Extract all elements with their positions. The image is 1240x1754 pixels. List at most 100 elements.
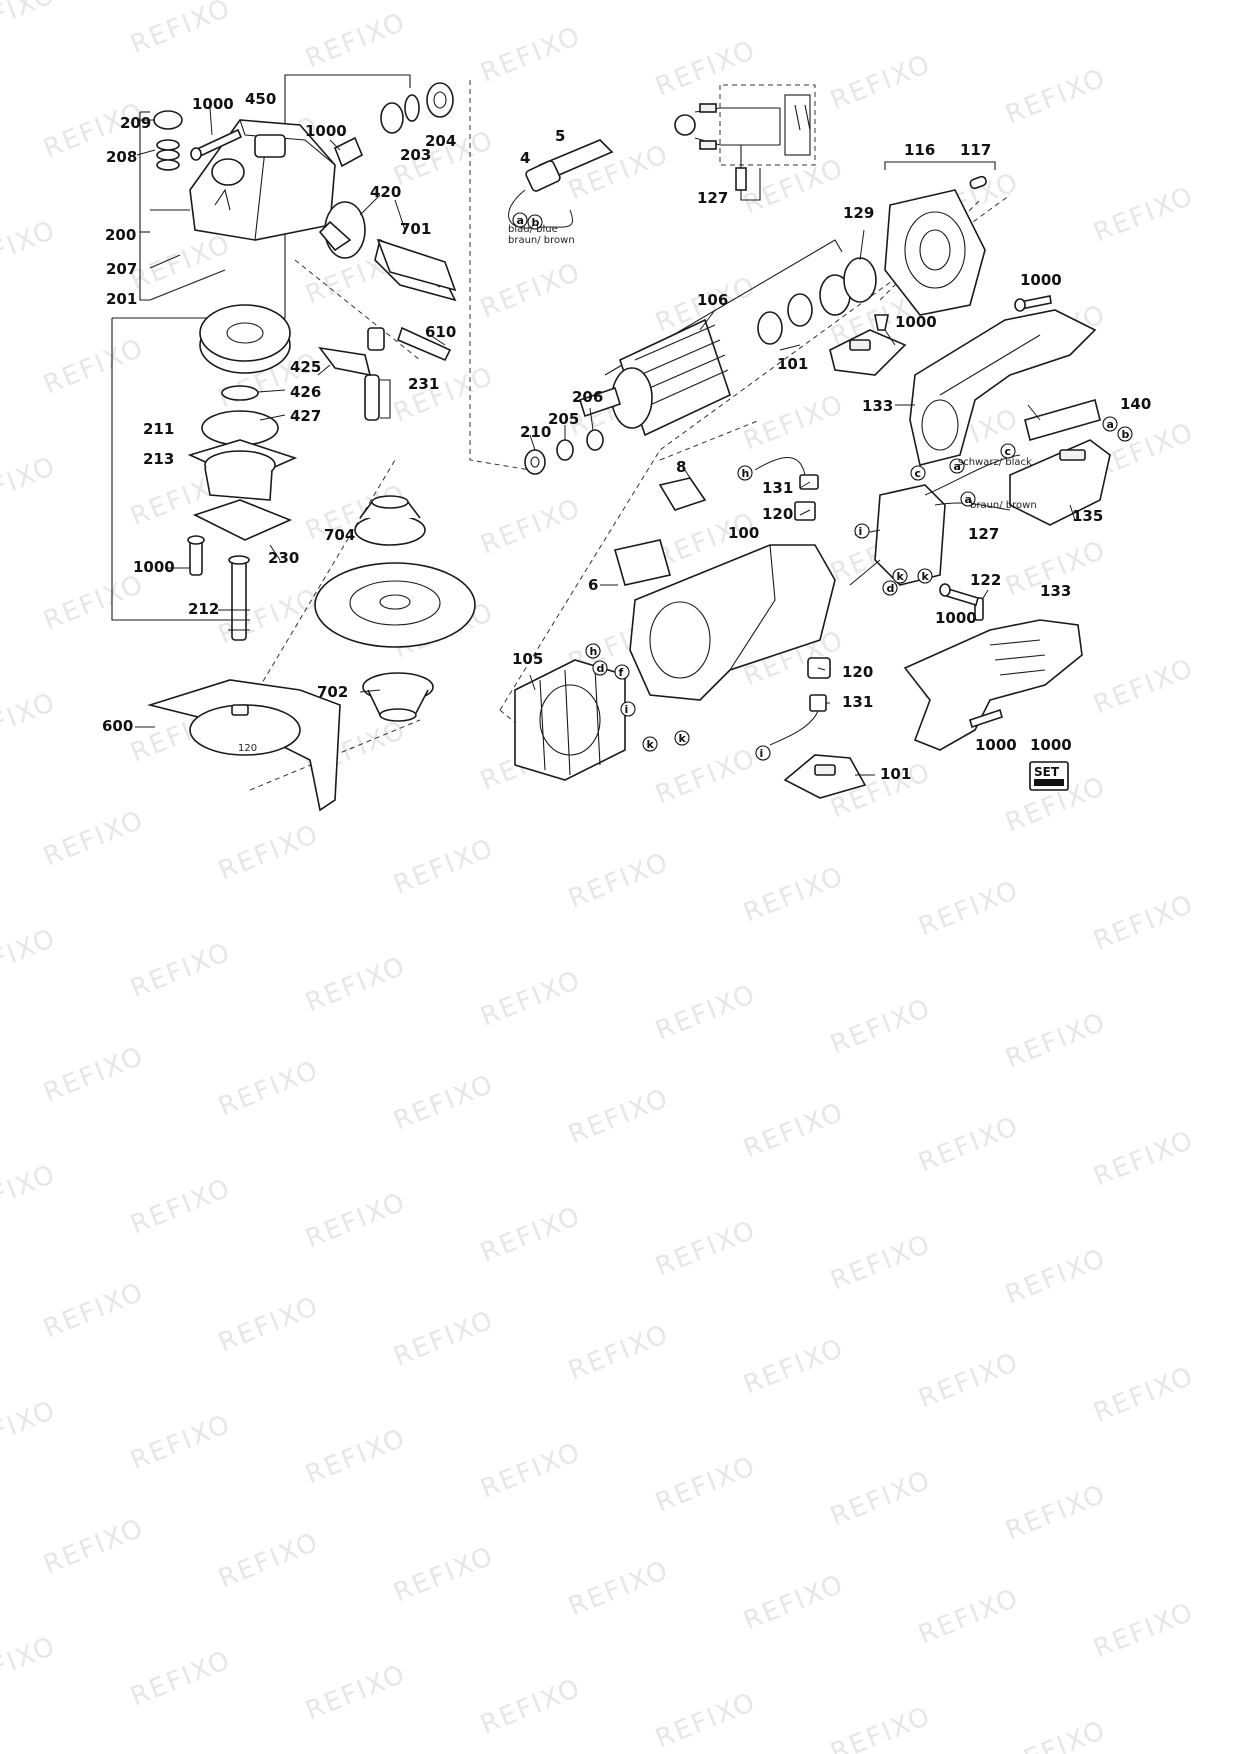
svg-text:k: k [897, 570, 905, 583]
svg-text:i: i [859, 525, 863, 538]
switch-note-black: schwarz/ black [958, 457, 1032, 468]
watermark-text: REFIXO [1001, 1715, 1110, 1754]
slider-140 [1024, 399, 1101, 441]
watermark-text: REFIXO [651, 979, 760, 1046]
watermark-text: REFIXO [651, 1215, 760, 1282]
cap-209 [153, 110, 183, 171]
watermark-text: REFIXO [739, 1333, 848, 1400]
watermark-text: REFIXO [301, 951, 410, 1018]
watermark-text: REFIXO [39, 333, 148, 400]
connector-i-19: i [755, 745, 771, 761]
watermark-text: REFIXO [476, 257, 585, 324]
watermark-text: REFIXO [39, 805, 148, 872]
watermark-text: REFIXO [214, 819, 323, 886]
connector-i-16: i [620, 701, 636, 717]
watermark-text: REFIXO [739, 1097, 848, 1164]
watermark-text: REFIXO [476, 21, 585, 88]
watermark-text: REFIXO [826, 49, 935, 116]
watermark-text: REFIXO [389, 361, 498, 428]
part-label-127b: 127 [968, 525, 999, 543]
watermark-text: REFIXO [1001, 1243, 1110, 1310]
set-badge-text: SET [1034, 765, 1060, 779]
watermark-text: REFIXO [651, 743, 760, 810]
screw-1000-right [1014, 295, 1052, 312]
washers-205-206-210 [524, 429, 604, 475]
watermark-text: REFIXO [914, 1583, 1023, 1650]
part-label-127a: 127 [697, 189, 728, 207]
flange-702 [362, 672, 434, 722]
svg-text:i: i [760, 747, 764, 760]
rear-handle-133-top [909, 309, 1097, 466]
watermark-layer: REFIXO REFIXO REFIXO REFIXO REFIXO REFIXO REFI… [0, 0, 1199, 1754]
watermark-text: REFIXO [564, 1083, 673, 1150]
set-badge [1029, 761, 1069, 791]
watermark-text: REFIXO [826, 1465, 935, 1532]
spindle-gear-425 [199, 304, 291, 401]
watermark-text: REFIXO [914, 1111, 1023, 1178]
guard-marking: 120 [238, 743, 257, 754]
part-label-1000a: 1000 [192, 95, 234, 113]
part-label-213: 213 [143, 450, 174, 468]
part-label-211: 211 [143, 420, 174, 438]
power-cable-5 [508, 139, 614, 229]
watermark-text: REFIXO [914, 1347, 1023, 1414]
part-label-133b: 133 [1040, 582, 1071, 600]
watermark-text: REFIXO [389, 1541, 498, 1608]
part-label-120a: 120 [762, 505, 793, 523]
watermark-text: REFIXO [301, 1187, 410, 1254]
watermark-text: REFIXO [0, 687, 61, 754]
part-label-1000h: 1000 [1030, 736, 1072, 754]
part-label-204: 204 [425, 132, 456, 150]
svg-text:k: k [679, 732, 687, 745]
brush-cover-101-top [829, 329, 907, 376]
svg-text:b: b [532, 216, 540, 229]
watermark-text: REFIXO [739, 153, 848, 220]
connector-b-1: b [527, 214, 543, 230]
watermark-text: REFIXO [0, 1159, 61, 1226]
connector-k-17: k [642, 736, 658, 752]
watermark-text: REFIXO [301, 1423, 410, 1490]
watermark-text: REFIXO [214, 1055, 323, 1122]
watermark-text: REFIXO [301, 7, 410, 74]
bearing-housing-116 [884, 175, 987, 316]
connector-c-5: c [910, 465, 926, 481]
watermark-text: REFIXO [1089, 889, 1198, 956]
watermark-text: REFIXO [389, 833, 498, 900]
watermark-text: REFIXO [39, 1277, 148, 1344]
connector-k-11: k [917, 568, 933, 584]
label-6 [613, 539, 672, 586]
watermark-text: REFIXO [1089, 653, 1198, 720]
watermark-text: REFIXO [214, 1291, 323, 1358]
part-label-1000g: 1000 [975, 736, 1017, 754]
label-8 [658, 477, 707, 511]
part-label-106: 106 [697, 291, 728, 309]
watermark-text: REFIXO [301, 1659, 410, 1726]
watermark-text: REFIXO [389, 1305, 498, 1372]
cable-note-brown: braun/ brown [508, 235, 575, 246]
watermark-text: REFIXO [126, 1409, 235, 1476]
watermark-text: REFIXO [564, 847, 673, 914]
part-label-1000d: 1000 [1020, 271, 1062, 289]
watermark-text: REFIXO [39, 1041, 148, 1108]
watermark-text: REFIXO [0, 451, 61, 518]
part-label-5: 5 [555, 127, 565, 145]
bearing-stack-203-204 [333, 82, 454, 168]
watermark-text: REFIXO [739, 861, 848, 928]
switch-note-brown: braun/ brown [970, 500, 1037, 511]
part-label-100: 100 [728, 524, 759, 542]
part-label-131b: 131 [842, 693, 873, 711]
watermark-text: REFIXO [1001, 1479, 1110, 1546]
part-label-210: 210 [520, 423, 551, 441]
part-label-135: 135 [1072, 507, 1103, 525]
flange-704 [354, 495, 426, 546]
watermark-text: REFIXO [564, 1555, 673, 1622]
watermark-text: REFIXO [1089, 181, 1198, 248]
part-label-105: 105 [512, 650, 543, 668]
watermark-text: REFIXO [214, 1527, 323, 1594]
part-label-8: 8 [676, 458, 686, 476]
part-label-133a: 133 [862, 397, 893, 415]
svg-text:d: d [887, 582, 895, 595]
part-label-425: 425 [290, 358, 321, 376]
